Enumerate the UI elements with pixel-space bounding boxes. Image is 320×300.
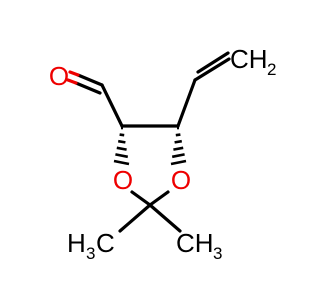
bond-cho-o-double-b-red [66,78,78,85]
bond-c5-vinyl [176,78,197,128]
chemical-structure-diagram: O O O CH 2 H 3 C CH 3 [49,44,277,263]
vinyl-ch2-label: CH 2 [230,44,276,79]
bond-c4-cho [100,83,124,128]
methyl-left-h: H [67,228,86,258]
ring-oxygen-right-label: O [171,165,191,195]
methyl-left-subscript: 3 [86,244,95,263]
bond-vinyl-double-a [193,57,231,82]
hashed-wedge-bond-c5-o1 [170,126,187,166]
vinyl-ch2-main: CH [230,44,268,74]
bond-cho-o-double-a-red [68,70,80,77]
bond-cho-o-double-a [76,73,104,87]
bond-c2-o3 [130,190,152,207]
bond-cho-o-double-b [74,81,102,95]
methyl-right-main: CH [176,228,214,258]
methyl-left-label: H 3 C [67,228,115,263]
methyl-right-subscript: 3 [213,244,222,263]
methyl-left-c: C [96,228,115,258]
hashed-wedge-bond-c4-o3 [113,126,130,166]
bond-c2-o1 [148,190,170,207]
vinyl-ch2-subscript: 2 [267,60,276,79]
bond-vinyl-double-b [196,51,230,74]
bond-c2-methyl-left [118,203,152,233]
bond-c2-methyl-right [148,203,182,233]
ring-oxygen-left-label: O [113,165,133,195]
methyl-right-label: CH 3 [176,228,222,263]
aldehyde-oxygen-label: O [49,61,69,91]
